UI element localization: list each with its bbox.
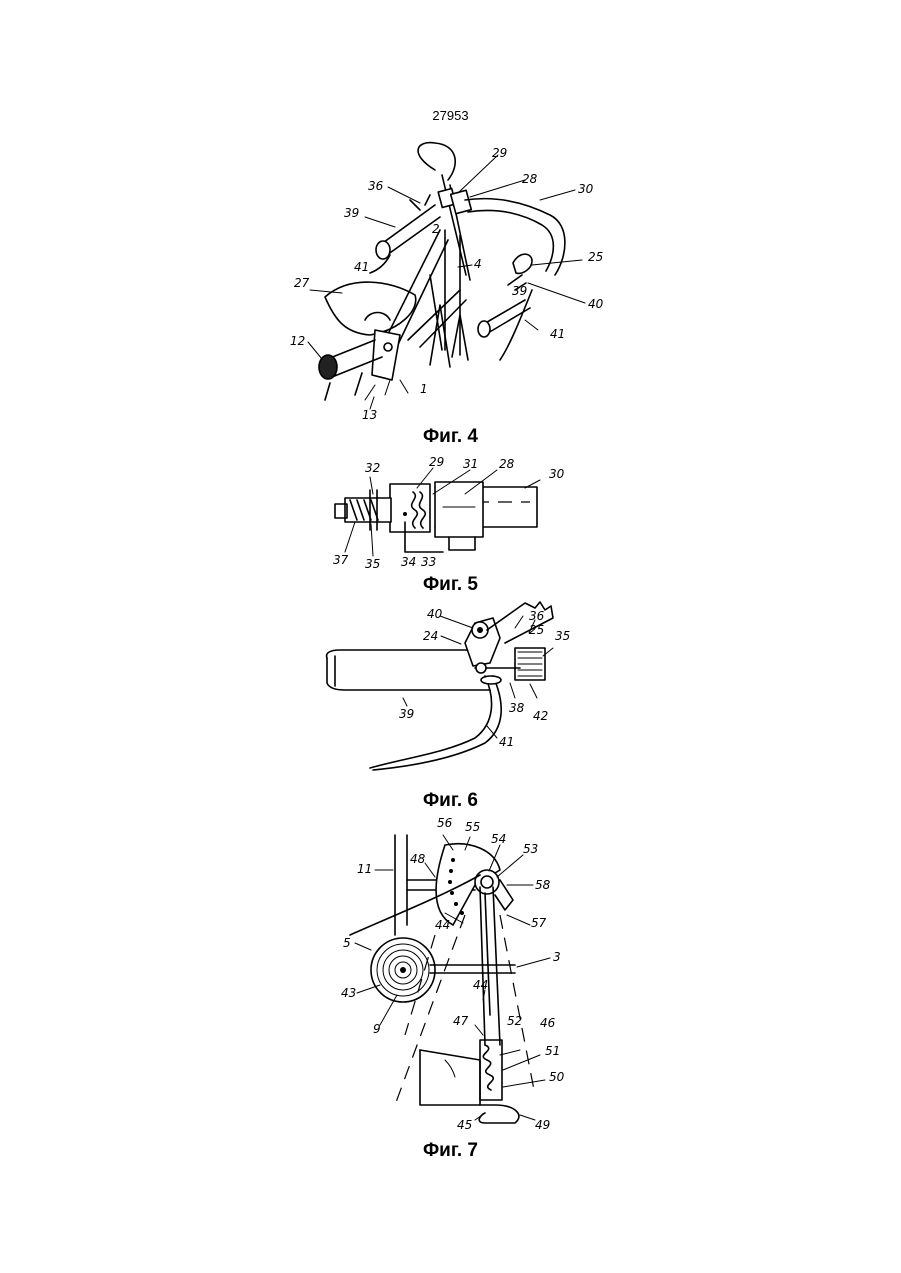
fig7-label-43: 43	[341, 986, 356, 1000]
fig6-label-36: 36	[529, 609, 545, 623]
figure-5-caption: Фиг. 5	[0, 574, 901, 596]
fig7-label-47: 47	[453, 1014, 469, 1028]
fig6-label-39: 39	[399, 707, 414, 721]
fig5-label-33: 33	[421, 555, 436, 569]
fig7-label-46: 46	[540, 1016, 556, 1030]
figure-5-drawing: 32 29 31 28 30 37 35 34 33	[325, 452, 585, 572]
fig4-label-25: 25	[588, 250, 603, 264]
fig5-label-34: 34	[401, 555, 416, 569]
figure-6-drawing: 40 36 24 25 35 39 38 42 41	[315, 598, 595, 783]
fig7-label-53: 53	[523, 842, 538, 856]
fig4-label-13: 13	[362, 408, 377, 422]
fig4-label-27: 27	[294, 276, 310, 290]
fig7-label-51: 51	[545, 1044, 560, 1058]
fig7-label-45: 45	[457, 1118, 472, 1132]
fig5-label-37: 37	[333, 553, 349, 567]
fig7-label-44-mid: 44	[473, 978, 488, 992]
fig4-label-4: 4	[474, 257, 482, 271]
fig6-label-35: 35	[555, 629, 570, 643]
fig4-label-36: 36	[368, 179, 384, 193]
fig7-label-57: 57	[531, 916, 547, 930]
fig7-label-3: 3	[553, 950, 561, 964]
fig5-label-29: 29	[429, 455, 444, 469]
figure-7-caption: Фиг. 7	[0, 1140, 901, 1162]
fig6-label-42: 42	[533, 709, 548, 723]
fig4-label-30: 30	[578, 182, 594, 196]
fig7-label-11: 11	[357, 862, 372, 876]
fig5-label-31: 31	[463, 457, 478, 471]
figure-7-drawing: 56 55 54 53 11 48 58 44 57 5 3 43 9 44 4…	[335, 815, 585, 1135]
fig4-label-39-right: 39	[512, 284, 527, 298]
fig4-label-29: 29	[492, 146, 507, 160]
fig4-label-40: 40	[588, 297, 604, 311]
figure-4-caption: Фиг. 4	[0, 426, 901, 448]
fig4-label-28: 28	[522, 172, 538, 186]
fig6-label-25: 25	[529, 623, 544, 637]
fig4-label-41-left: 41	[354, 260, 369, 274]
fig6-label-40: 40	[427, 607, 443, 621]
fig4-label-41-right: 41	[550, 327, 565, 341]
fig4-label-1: 1	[420, 382, 428, 396]
fig7-label-52: 52	[507, 1014, 522, 1028]
fig7-label-44-top: 44	[435, 918, 450, 932]
fig7-label-49: 49	[535, 1118, 550, 1132]
fig7-label-48: 48	[410, 852, 426, 866]
fig5-label-30: 30	[549, 467, 565, 481]
fig6-label-24: 24	[423, 629, 438, 643]
fig6-label-38: 38	[509, 701, 525, 715]
fig4-label-12: 12	[290, 334, 305, 348]
fig7-label-54: 54	[491, 832, 506, 846]
fig5-label-32: 32	[365, 461, 380, 475]
fig7-label-55: 55	[465, 820, 480, 834]
fig7-label-50: 50	[549, 1070, 565, 1084]
fig4-label-2: 2	[432, 222, 440, 236]
figure-6-caption: Фиг. 6	[0, 790, 901, 812]
fig7-label-56: 56	[437, 816, 453, 830]
page-number: 27953	[0, 108, 901, 123]
figure-4-drawing: 29 36 28 30 39 2 41 4 25 27 39 40 41 12 …	[270, 135, 630, 435]
fig5-label-28: 28	[499, 457, 515, 471]
fig7-label-58: 58	[535, 878, 551, 892]
fig7-label-5: 5	[343, 936, 351, 950]
fig4-label-39-left: 39	[344, 206, 359, 220]
fig7-label-9: 9	[373, 1022, 381, 1036]
fig6-label-41: 41	[499, 735, 514, 749]
fig5-label-35: 35	[365, 557, 380, 571]
